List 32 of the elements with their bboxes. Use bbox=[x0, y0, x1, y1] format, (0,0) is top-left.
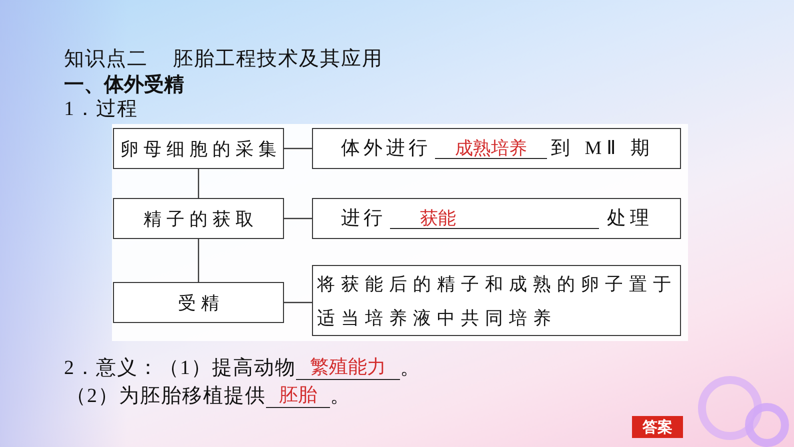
box-text: 处理 bbox=[607, 208, 653, 228]
description-box bbox=[312, 265, 681, 336]
title-text: 知识点二 bbox=[64, 48, 148, 70]
connector-line bbox=[198, 169, 200, 198]
fill-in-line: 繁殖能力 bbox=[296, 357, 400, 380]
step-box bbox=[113, 282, 284, 323]
fill-in-line: 获能 bbox=[390, 208, 599, 229]
box-text: 进行 bbox=[341, 208, 386, 228]
description-box bbox=[312, 128, 681, 169]
box-text: 体外进行 bbox=[341, 138, 431, 158]
punctuation-text: 。 bbox=[330, 385, 350, 407]
step-box bbox=[113, 198, 284, 239]
description-box bbox=[312, 198, 681, 239]
connector-line bbox=[284, 302, 312, 304]
title-text: 胚胎工程技术及其应用 bbox=[173, 48, 383, 70]
connector-line bbox=[284, 148, 312, 150]
step-text: 卵母细胞的采集 bbox=[120, 138, 282, 160]
connector-line bbox=[198, 239, 200, 282]
subheading-text: 1．过程 bbox=[64, 98, 138, 120]
body-text: 2．意义：（1）提高动物 bbox=[64, 357, 296, 379]
step-text: 精子的获取 bbox=[142, 208, 258, 230]
box-text: 将获能后的精子和成熟的卵子置于适当培养液中共同培养 bbox=[317, 272, 678, 330]
connector-line bbox=[284, 218, 312, 220]
box-text: 到 MⅡ 期 bbox=[551, 138, 654, 158]
step-box bbox=[113, 128, 284, 169]
step-text: 受精 bbox=[177, 292, 224, 314]
punctuation-text: 。 bbox=[400, 357, 420, 379]
fill-in-line: 成熟培养 bbox=[435, 138, 547, 159]
answer-button: 答案 bbox=[632, 416, 683, 438]
body-text: （2）为胚胎移植提供 bbox=[66, 385, 266, 407]
fill-in-line: 胚胎 bbox=[266, 385, 330, 408]
section-heading: 一、体外受精 bbox=[64, 74, 184, 96]
